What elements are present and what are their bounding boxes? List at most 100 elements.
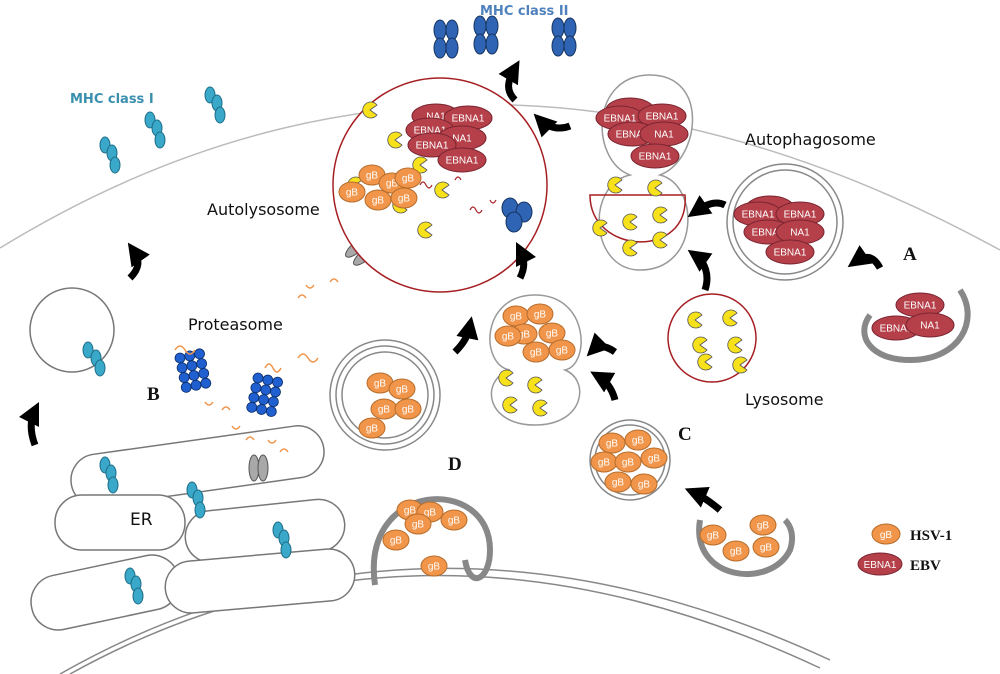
gb-chip-label: gB <box>346 188 359 199</box>
autolysosome-mhc-ii <box>501 197 533 233</box>
proteasome-right <box>246 372 283 417</box>
gb-chip-label: gB <box>707 531 720 542</box>
legend-hsv-chip-text: gB <box>880 530 893 541</box>
gb-chip: gB <box>394 398 422 420</box>
ebna1-chip-label: EBNA1 <box>616 130 649 141</box>
gb-chip-label: gB <box>402 405 415 416</box>
er-mhc-i-molecules <box>99 456 292 605</box>
gb-chip-label: gB <box>622 458 635 469</box>
gb-chip-label: gB <box>412 520 425 531</box>
gb-chip: gB <box>640 447 668 469</box>
ebna1-chip-label: EBNA1 <box>784 210 817 221</box>
pathway-c-label: C <box>678 424 692 445</box>
ebna1-chip-label: EBNA1 <box>646 112 679 123</box>
gb-chip-label: gB <box>648 454 661 465</box>
gb-chip: gB <box>752 536 780 558</box>
gb-chip: gB <box>366 372 394 394</box>
gb-chip: gB <box>394 167 422 189</box>
ebna1-chip: EBNA1 <box>637 103 687 129</box>
gb-chip: gB <box>338 181 366 203</box>
pathway-d-label: D <box>448 454 462 475</box>
ebna1-chip-label: NA1 <box>920 321 940 332</box>
gb-chip-label: gB <box>424 508 437 519</box>
nuclear-bud <box>370 496 494 586</box>
gb-chip-label: gB <box>366 171 379 182</box>
gb-chip-label: gB <box>730 547 743 558</box>
gb-chip: gB <box>420 555 448 577</box>
peptide-fragments <box>174 278 339 453</box>
gb-chip-label: gB <box>757 521 770 532</box>
ebna1-proteins: NA1EBNA1EBNA1NA1EBNA1EBNA1AEBNA1EBNA1EBN… <box>405 97 955 341</box>
tap-transporter <box>248 454 269 482</box>
ebna1-chip-label: NA1 <box>426 112 446 123</box>
gb-chip-label: gB <box>372 196 385 207</box>
autophagosome-d-outer <box>329 339 441 451</box>
gb-chip: gB <box>382 529 410 551</box>
legend-hsv-chip <box>871 523 901 545</box>
gb-chip: gB <box>598 432 626 454</box>
legend-ebv-chip <box>857 552 903 576</box>
legend-ebv: EBNA1 EBV <box>857 552 941 576</box>
gb-chip-label: gB <box>612 478 625 489</box>
gb-chip-label: gB <box>546 329 559 340</box>
gb-chip: gB <box>722 540 750 562</box>
gb-chip: gB <box>440 509 468 531</box>
degraded-fragments <box>419 176 497 214</box>
autophagosome-label: Autophagosome <box>745 130 876 149</box>
ebna1-chip-label: EBNA1 <box>416 141 449 152</box>
gb-chip-label: gB <box>398 194 411 205</box>
ebna1-chip-label: EBNA1 <box>604 114 637 125</box>
legend-ebv-chip-text: EBNA1 <box>864 560 897 571</box>
proteasome-label: Proteasome <box>188 315 283 334</box>
ebna1-chip: EBNA1 <box>895 292 945 318</box>
gb-chip-label: gB <box>760 543 773 554</box>
gb-chip: gB <box>624 429 652 451</box>
phagophore-hsv <box>696 517 796 577</box>
legend-hsv: gB HSV-1 <box>871 523 952 545</box>
vesicle-mhc-i <box>82 341 106 377</box>
gb-chip-label: gB <box>606 439 619 450</box>
mhc-class-i-label: MHC class I <box>70 92 154 107</box>
ebna1-chip-label: EBNA1 <box>880 324 913 335</box>
gb-chip: gB <box>404 513 432 535</box>
gb-chip: gB <box>526 303 554 325</box>
gb-chip-label: gB <box>404 506 417 517</box>
surface-mhc-i <box>99 86 226 174</box>
gb-chip-label: gB <box>386 179 399 190</box>
gb-chip-label: gB <box>374 379 387 390</box>
lysosome-label: Lysosome <box>745 390 824 409</box>
gb-chip: gB <box>604 471 632 493</box>
proteasome-left <box>174 348 212 393</box>
autophagosome-d-inner <box>341 351 429 439</box>
ebna1-chip-label: NA1 <box>452 134 472 145</box>
gb-chip: gB <box>358 417 386 439</box>
gb-chip-label: gB <box>428 562 441 573</box>
phagophore-ebv <box>861 288 971 364</box>
gb-chip-label: gB <box>534 310 547 321</box>
mhc-class-ii-label: MHC class II <box>480 4 569 19</box>
ebna1-chip-label: EBNA1 <box>639 152 672 163</box>
gb-chip: gB <box>494 325 522 347</box>
ebna1-chip-label: NA1 <box>790 228 810 239</box>
gb-chip: gB <box>388 378 416 400</box>
er-label: ER <box>130 510 153 530</box>
ebna1-chip-label: EBNA1 <box>752 228 785 239</box>
gb-chip-label: gB <box>518 330 531 341</box>
ebna1-chip: NA1 <box>775 219 825 245</box>
flow-arrows <box>18 60 884 513</box>
gb-chip-label: gB <box>510 312 523 323</box>
gb-chip-label: gB <box>448 516 461 527</box>
ebna1-chip-label: NA1 <box>654 130 674 141</box>
gb-chip-label: gB <box>366 424 379 435</box>
gb-chip-label: gB <box>632 436 645 447</box>
ebna1-chip: NA1 <box>905 312 955 338</box>
gb-chip-label: gB <box>530 348 543 359</box>
ebna1-chip-label: EBNA1 <box>774 248 807 259</box>
gb-chip-label: gB <box>402 174 415 185</box>
gb-chip: gB <box>364 189 392 211</box>
ebna1-chip-label: EBNA1 <box>452 114 485 125</box>
gb-chip-label: gB <box>556 346 569 357</box>
legend-hsv-name: HSV-1 <box>910 528 952 544</box>
